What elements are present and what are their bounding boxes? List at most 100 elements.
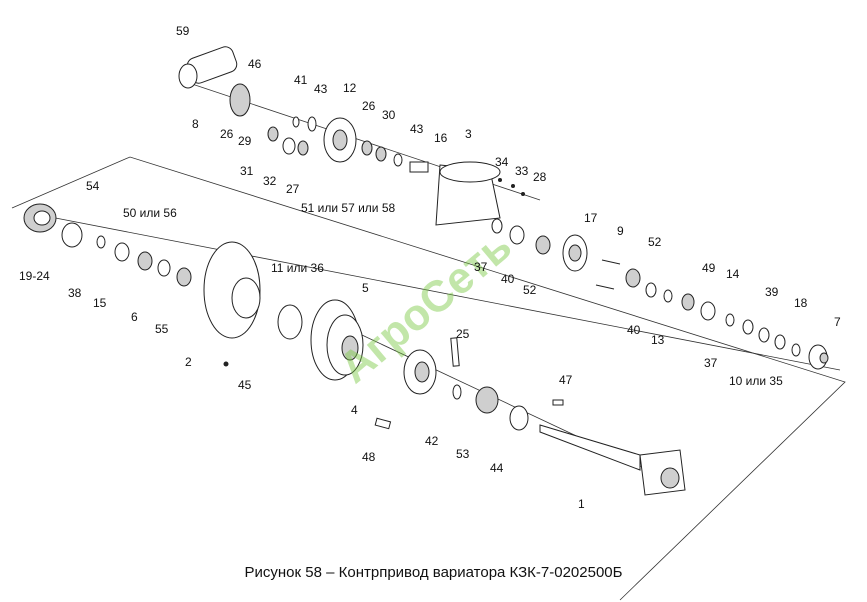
label-59: 59 <box>176 24 190 38</box>
label-12: 12 <box>343 81 357 95</box>
part-39-ring <box>742 319 754 335</box>
part-8-gear <box>229 83 251 117</box>
part-49-bearing <box>681 293 695 311</box>
label-31: 31 <box>240 164 254 178</box>
part-9-pin-b <box>595 284 615 290</box>
part-52-bearing <box>535 235 551 255</box>
label-25: 25 <box>456 327 470 341</box>
label-39: 39 <box>765 285 779 299</box>
label-1: 1 <box>578 497 585 511</box>
part-9-pin-a <box>601 259 621 265</box>
label-53: 53 <box>456 447 470 461</box>
label-50-56: 50 или 56 <box>123 206 177 220</box>
part-18-ring-a <box>758 327 770 343</box>
label-33: 33 <box>515 164 529 178</box>
label-48: 48 <box>362 450 376 464</box>
part-14-ring <box>700 301 716 321</box>
part-53-bearing <box>475 386 499 414</box>
label-40b: 40 <box>627 323 641 337</box>
part-42-ring <box>452 384 462 400</box>
part-7-cap <box>808 344 829 370</box>
label-15: 15 <box>93 296 107 310</box>
label-2: 2 <box>185 355 192 369</box>
part-27-washer <box>297 140 309 156</box>
label-14: 14 <box>726 267 740 281</box>
label-16: 16 <box>434 131 448 145</box>
part-2-disk <box>203 241 261 339</box>
axis-main <box>39 214 841 371</box>
part-43-ring <box>307 116 317 132</box>
label-3: 3 <box>465 127 472 141</box>
part-30-bearing <box>361 140 373 156</box>
part-18-ring-b <box>774 334 786 350</box>
part-32-bushing <box>282 137 296 155</box>
part-54-bearing <box>23 203 57 233</box>
part-37-ring <box>491 218 503 234</box>
label-52: 52 <box>523 283 537 297</box>
part-37b-ring <box>725 313 735 327</box>
part-34-pin <box>498 178 502 182</box>
label-30: 30 <box>382 108 396 122</box>
label-29: 29 <box>238 134 252 148</box>
part-28-pin <box>521 192 525 196</box>
figure-caption: Рисунок 58 – Контрпривод вариатора КЗК-7… <box>244 564 623 581</box>
label-37b: 37 <box>704 356 718 370</box>
label-7: 7 <box>834 315 841 329</box>
label-9: 9 <box>617 224 624 238</box>
label-5: 5 <box>362 281 369 295</box>
part-51-bearing <box>375 146 387 162</box>
part-16-bolt <box>409 161 429 173</box>
part-38-ring <box>96 235 106 249</box>
part-48-key <box>374 417 392 430</box>
part-1-shaft <box>539 424 686 496</box>
label-54: 54 <box>86 179 100 193</box>
part-40-ring <box>509 225 525 245</box>
label-47: 47 <box>559 373 573 387</box>
label-32: 32 <box>263 174 277 188</box>
part-52b-bearing <box>625 268 641 288</box>
part-50-bearing <box>137 251 153 271</box>
label-38: 38 <box>68 286 82 300</box>
part-47-key <box>552 399 564 406</box>
label-51-57-58: 51 или 57 или 58 <box>301 201 396 215</box>
part-6-ring <box>157 259 171 277</box>
part-15-ring <box>114 242 130 262</box>
label-10-35: 10 или 35 <box>729 374 783 388</box>
label-43: 43 <box>314 82 328 96</box>
label-41: 41 <box>294 73 308 87</box>
part-5-pulley <box>310 299 364 381</box>
label-45: 45 <box>238 378 252 392</box>
label-42: 42 <box>425 434 439 448</box>
label-26b: 26 <box>220 127 234 141</box>
label-26: 26 <box>362 99 376 113</box>
part-33-pin <box>511 184 515 188</box>
part-45-pin <box>223 361 229 367</box>
part-10-ring <box>791 343 801 357</box>
part-13-ring <box>663 289 673 303</box>
label-27: 27 <box>286 182 300 196</box>
label-49: 49 <box>702 261 716 275</box>
label-37: 37 <box>474 260 488 274</box>
part-3-cover <box>435 161 501 226</box>
part-17-sprocket <box>562 234 588 272</box>
label-52b: 52 <box>648 235 662 249</box>
part-59-motor <box>178 46 238 89</box>
label-55: 55 <box>155 322 169 336</box>
callout-labels: 59 46 8 41 43 12 26 30 26 29 31 32 27 43… <box>19 24 841 511</box>
part-43b-ring <box>393 153 403 167</box>
label-34: 34 <box>495 155 509 169</box>
label-11-36: 11 или 36 <box>271 261 324 275</box>
part-40b-ring <box>645 282 657 298</box>
part-25-bolt <box>450 337 460 367</box>
part-41-ring <box>292 116 300 128</box>
label-17: 17 <box>584 211 598 225</box>
part-44-ring <box>509 405 529 431</box>
part-31-washer <box>267 126 279 142</box>
label-44: 44 <box>490 461 504 475</box>
label-19-24: 19-24 <box>19 269 50 283</box>
label-46: 46 <box>248 57 262 71</box>
part-4-hub <box>403 349 437 395</box>
part-11-ring <box>277 304 303 340</box>
label-43b: 43 <box>410 122 424 136</box>
